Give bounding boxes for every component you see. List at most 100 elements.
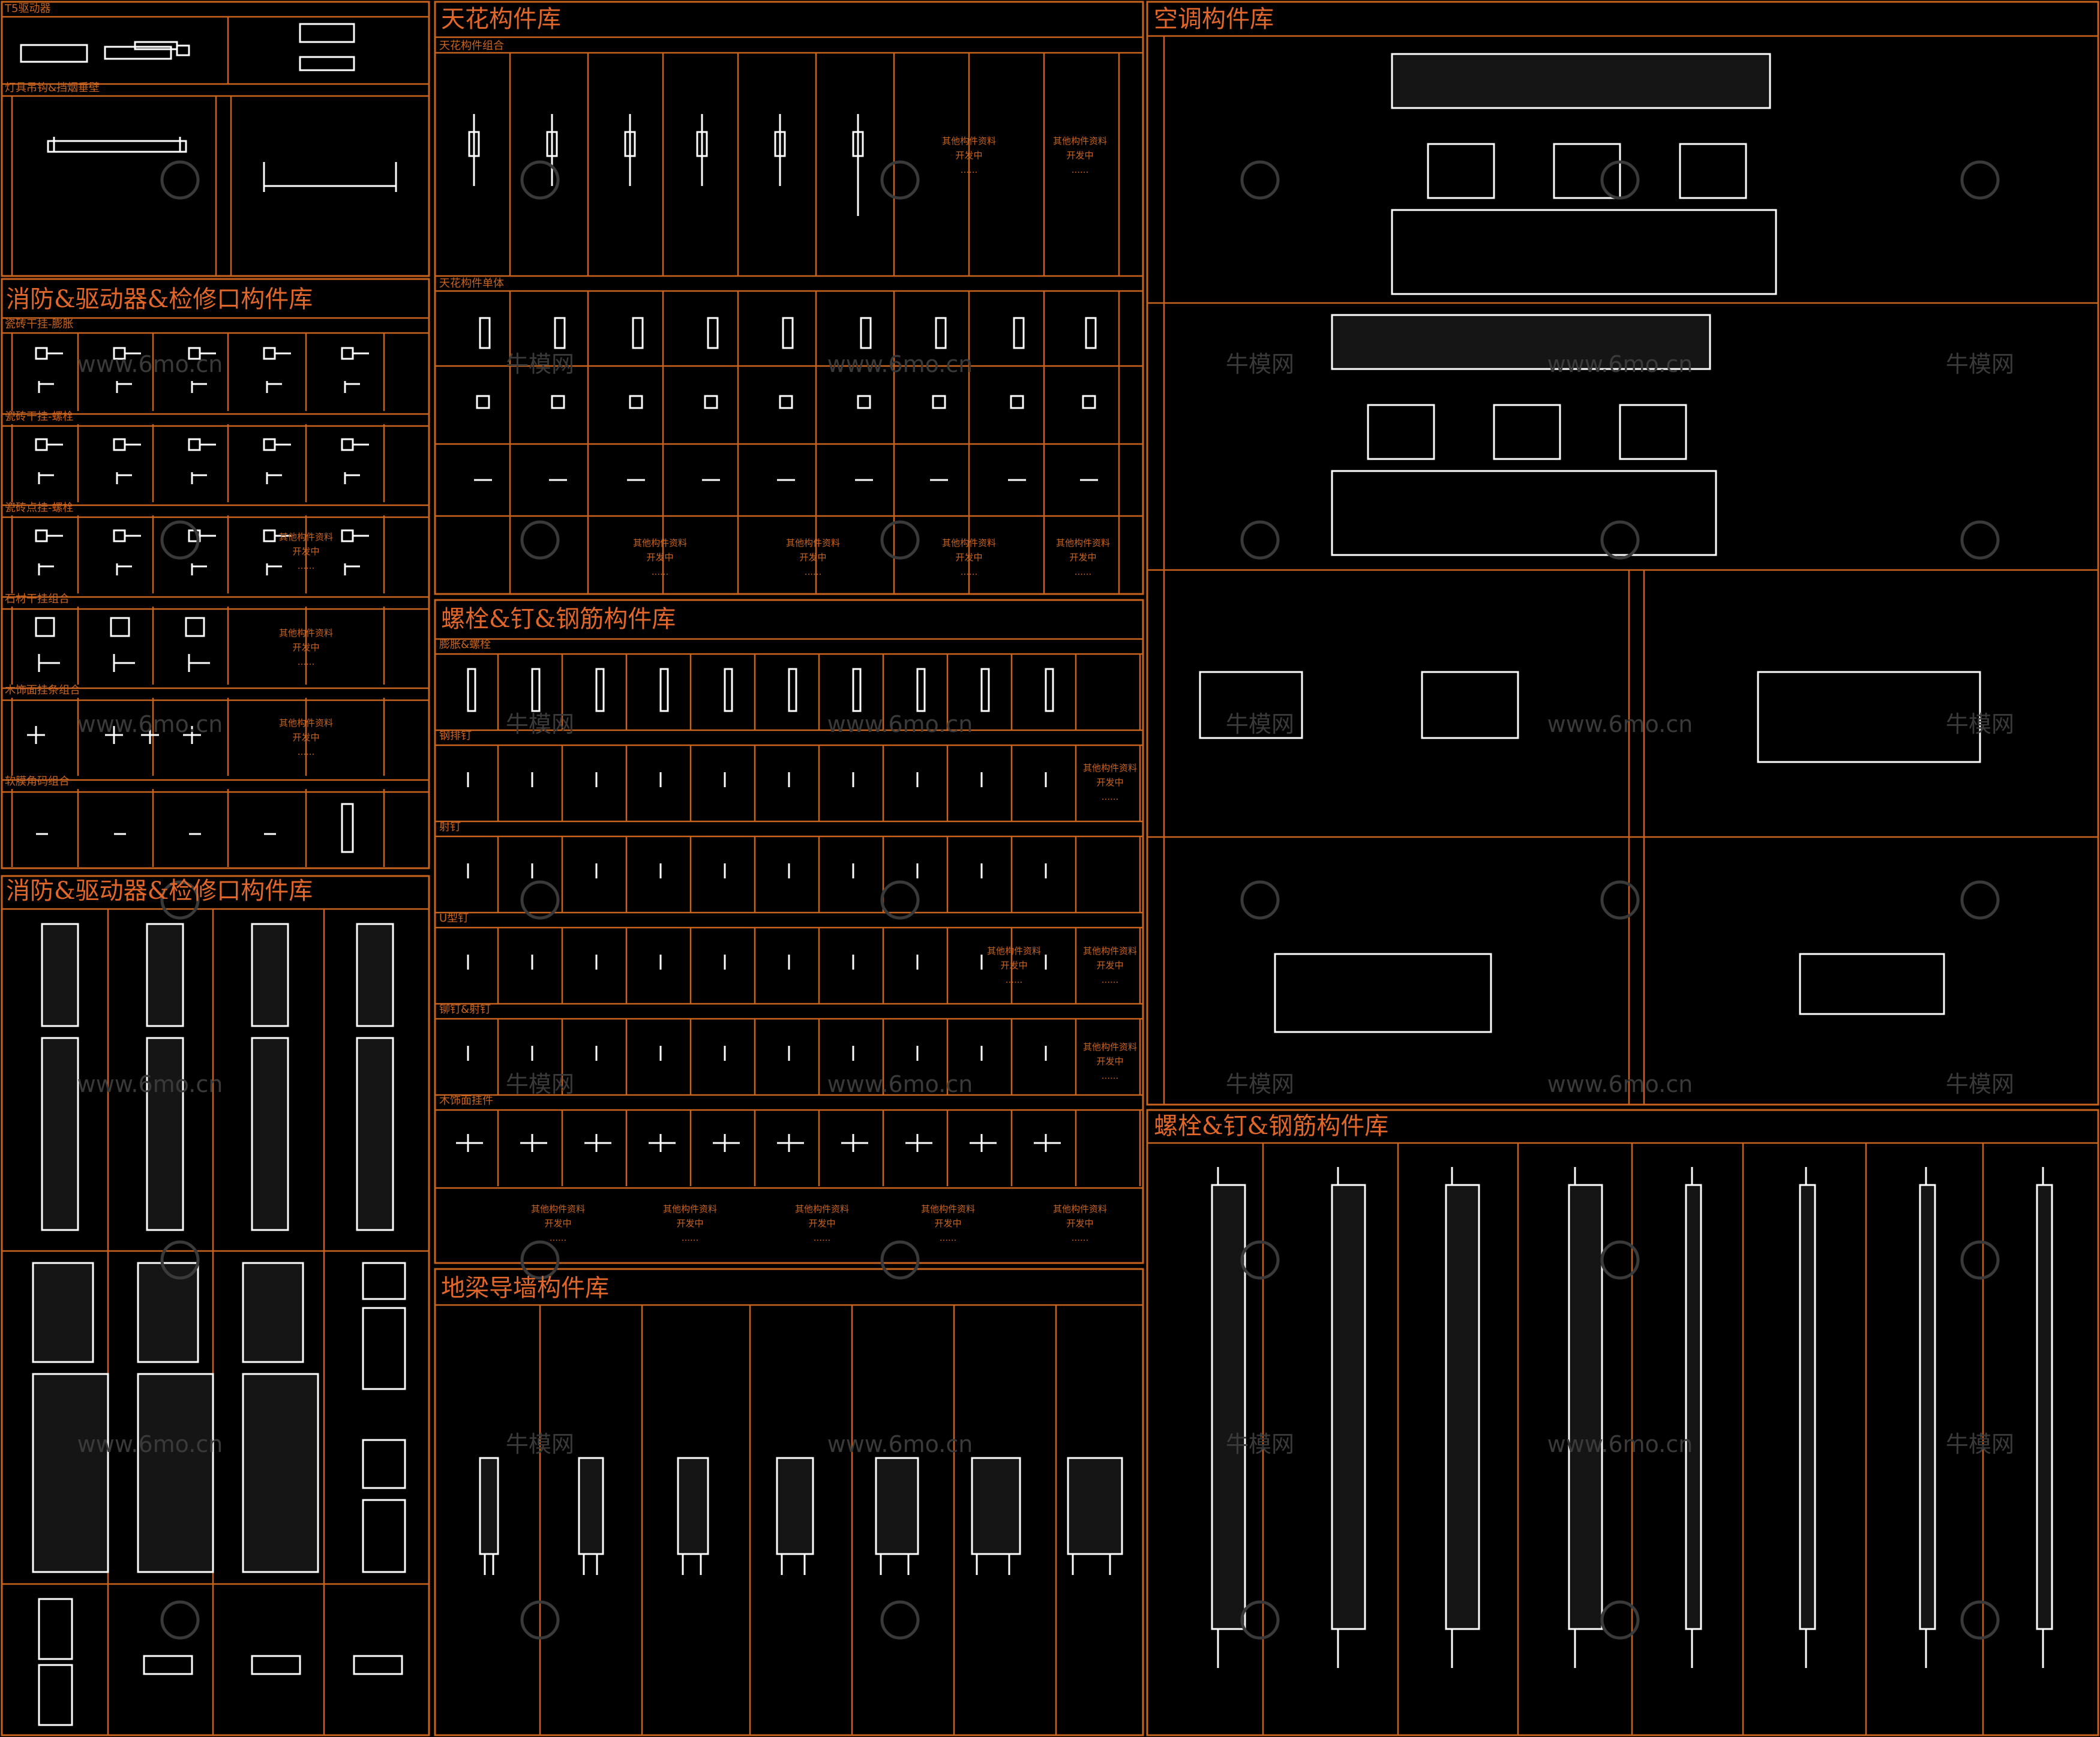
stone-clip — [35, 617, 55, 637]
watermark-text: www.6mo.cn — [1547, 1431, 1693, 1457]
placeholder-12-line1: 其他构件资料 — [1083, 1042, 1137, 1052]
row-label-1: 瓷砖干挂-螺栓 — [5, 410, 74, 423]
watermark-logo-icon — [160, 880, 200, 920]
access-panel — [137, 1373, 214, 1573]
slot-cover — [143, 1655, 193, 1675]
stack-block — [38, 1598, 73, 1660]
frame-left-mid — [1, 278, 430, 869]
bolt — [788, 668, 797, 712]
row-label-3: 石材干挂组合 — [5, 593, 70, 605]
title-ceiling: 天花构件库 — [441, 5, 561, 33]
title-left-bottom: 消防&驱动器&检修口构件库 — [6, 877, 313, 905]
keel-section — [1085, 317, 1097, 349]
watermark-logo-icon — [160, 1600, 200, 1640]
title-ac: 空调构件库 — [1154, 5, 1274, 33]
watermark-text: www.6mo.cn — [77, 1071, 223, 1097]
watermark-text: 牛模网 — [1946, 1431, 2014, 1457]
access-panel — [32, 1373, 109, 1573]
placeholder-15-line3: ...... — [814, 1232, 831, 1243]
ac-fan — [1619, 404, 1687, 460]
ac-fan — [1367, 404, 1435, 460]
driver-small — [176, 44, 190, 56]
placeholder-11-line2: 开发中 — [1096, 960, 1123, 971]
ac-body — [1331, 470, 1717, 556]
placeholder-0-line1: 其他构件资料 — [942, 136, 996, 146]
placeholder-2-line1: 其他构件资料 — [279, 532, 333, 542]
placeholder-14-line3: ...... — [682, 1232, 699, 1243]
frame-beam — [434, 1268, 1144, 1736]
title-left-mid: 消防&驱动器&检修口构件库 — [6, 286, 313, 313]
driver-box — [299, 23, 355, 43]
door-panel — [356, 923, 394, 1027]
keel-clip — [857, 395, 871, 409]
stack-block — [38, 1664, 73, 1726]
watermark-text: www.6mo.cn — [1547, 1071, 1693, 1097]
row-label-5: 软膜角码组合 — [5, 775, 70, 788]
vent-block — [362, 1262, 406, 1300]
keel-section — [554, 317, 566, 349]
vent-block — [362, 1307, 406, 1390]
placeholder-7-line3: ...... — [961, 566, 978, 577]
watermark-text: www.6mo.cn — [827, 351, 973, 377]
watermark-text: www.6mo.cn — [77, 711, 223, 737]
keel-section — [707, 317, 719, 349]
placeholder-12-line3: ...... — [1102, 1070, 1119, 1081]
ac-coil — [1391, 53, 1771, 109]
frame-ac — [1146, 1, 2099, 1106]
bolt — [724, 668, 733, 712]
placeholder-16-line3: ...... — [940, 1232, 957, 1243]
keel-section — [935, 317, 947, 349]
ac-unit-front — [1274, 953, 1492, 1033]
sub-lamp-hook: 灯具吊钩&挡烟垂壁 — [5, 82, 100, 94]
placeholder-13-line3: ...... — [550, 1232, 567, 1243]
watermark-text: www.6mo.cn — [827, 1071, 973, 1097]
watermark-logo-icon — [1960, 1600, 2000, 1640]
placeholder-4-line2: 开发中 — [292, 732, 319, 743]
placeholder-3-line3: ...... — [298, 656, 315, 667]
bolt — [980, 668, 990, 712]
keel-section — [632, 317, 644, 349]
angle-plate — [341, 803, 354, 853]
placeholder-0-line3: ...... — [961, 164, 978, 175]
placeholder-3-line2: 开发中 — [292, 642, 319, 653]
keel-section — [782, 317, 794, 349]
bolt-row-label-3: U型钉 — [439, 912, 469, 925]
placeholder-17-line3: ...... — [1072, 1232, 1089, 1243]
frame-left-bottom — [1, 875, 430, 1736]
watermark-text: 牛模网 — [1226, 351, 1294, 377]
bolt — [852, 668, 862, 712]
watermark-logo-icon — [1960, 520, 2000, 560]
hanger-clip — [546, 131, 558, 157]
placeholder-8-line1: 其他构件资料 — [1056, 538, 1110, 548]
watermark-logo-icon — [160, 520, 200, 560]
row-label-0: 瓷砖干挂-膨胀 — [5, 318, 74, 331]
rebar-column — [1211, 1184, 1246, 1630]
watermark-logo-icon — [880, 520, 920, 560]
placeholder-9-line2: 开发中 — [1096, 777, 1123, 788]
keel-section — [479, 317, 491, 349]
component-drawings — [20, 23, 2053, 1726]
watermark-text: 牛模网 — [1226, 1431, 1294, 1457]
watermark-logo-icon — [520, 1600, 560, 1640]
placeholder-13-line2: 开发中 — [544, 1218, 571, 1229]
watermark-logo-icon — [520, 880, 560, 920]
bolt — [659, 668, 669, 712]
sub-ceiling-combo: 天花构件组合 — [439, 40, 504, 52]
bolt — [531, 668, 541, 712]
watermark-text: www.6mo.cn — [77, 1431, 223, 1457]
access-panel — [32, 1262, 94, 1363]
watermark-logo-icon — [160, 160, 200, 200]
lamp-hook-bar — [47, 140, 187, 153]
keel-clip — [476, 395, 490, 409]
bolt-row-label-5: 木饰面挂件 — [439, 1094, 493, 1107]
hanger-clip — [624, 131, 636, 157]
title-bolts: 螺栓&钉&钢筋构件库 — [441, 605, 676, 633]
watermark-text: www.6mo.cn — [1547, 711, 1693, 737]
keel-clip — [629, 395, 643, 409]
placeholder-1-line2: 开发中 — [1066, 150, 1093, 161]
rebar-column — [1919, 1184, 1936, 1630]
watermark-logo-icon — [880, 160, 920, 200]
driver-box — [20, 44, 88, 63]
rebar-column — [2036, 1184, 2053, 1630]
